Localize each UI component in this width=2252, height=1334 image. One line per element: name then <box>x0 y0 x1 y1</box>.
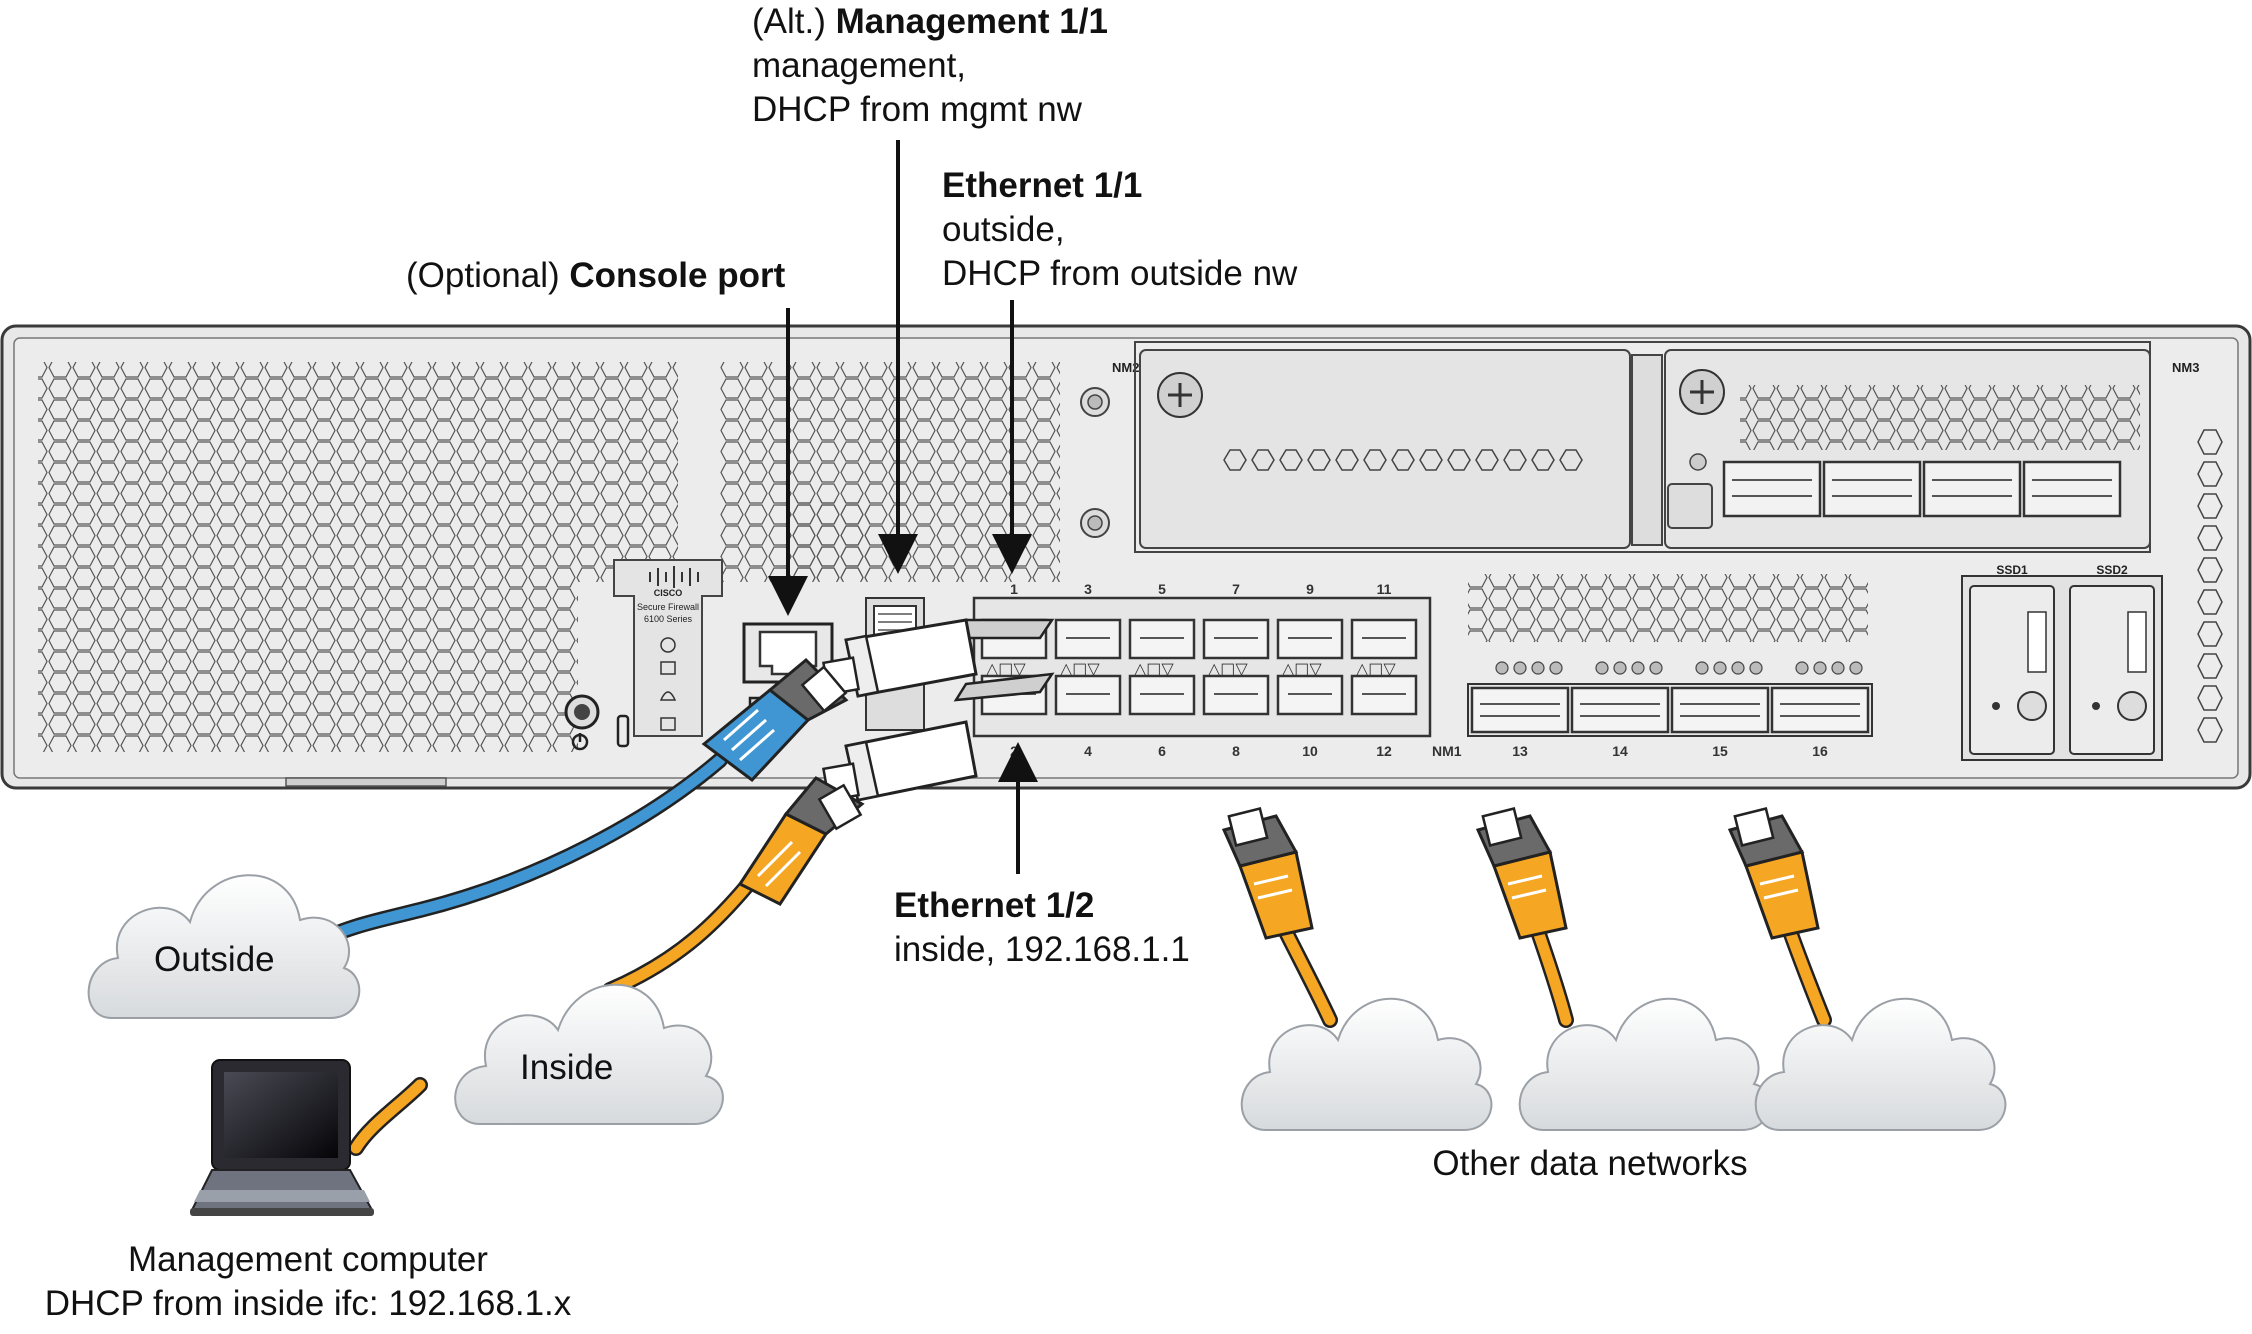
svg-text:△□▽: △□▽ <box>1060 659 1100 678</box>
ssd2-label: SSD2 <box>2096 563 2128 577</box>
inside-cable <box>602 862 768 998</box>
svg-text:△□▽: △□▽ <box>1282 659 1322 678</box>
sfp-transceiver-2 <box>822 672 1055 802</box>
ssd-bays: SSD1 SSD2 <box>1961 563 2163 761</box>
svg-text:△□▽: △□▽ <box>1134 659 1174 678</box>
inside-cloud-label: Inside <box>520 1048 614 1087</box>
other-network-cable-2 <box>1475 807 1574 1028</box>
cisco-model-badge: CISCO Secure Firewall 6100 Series <box>613 559 723 737</box>
port-number-16: 16 <box>1812 743 1828 759</box>
power-button-icon <box>564 694 630 751</box>
outside-cloud <box>87 874 361 1019</box>
other-network-cable-3 <box>1727 807 1832 1028</box>
ethernet12-callout: Ethernet 1/2 inside, 192.168.1.1 <box>894 884 1190 972</box>
port-number-14: 14 <box>1612 743 1628 759</box>
model-line2: 6100 Series <box>644 614 693 624</box>
svg-text:△□▽: △□▽ <box>986 659 1026 678</box>
nm2-blank-module <box>1134 341 2151 553</box>
other-network-cloud-2 <box>1518 997 1771 1131</box>
port-number-8: 8 <box>1232 743 1240 759</box>
other-network-cloud-1 <box>1240 997 1493 1131</box>
left-vent-grille <box>38 362 678 582</box>
port-number-2: 2 <box>1010 743 1018 759</box>
console-callout: (Optional) Console port <box>406 254 785 298</box>
nm3-label: NM3 <box>2172 360 2199 375</box>
ethernet11-callout-line3: DHCP from outside nw <box>942 254 1298 293</box>
svg-text:△□▽: △□▽ <box>1208 659 1248 678</box>
other-network-cable-1 <box>1221 807 1338 1028</box>
console-callout-title: Console port <box>569 256 786 295</box>
management-callout: (Alt.) Management 1/1 management, DHCP f… <box>752 0 1108 132</box>
ethernet12-callout-title: Ethernet 1/2 <box>894 886 1095 925</box>
port-number-9: 9 <box>1306 581 1314 597</box>
port-number-15: 15 <box>1712 743 1728 759</box>
port-number-6: 6 <box>1158 743 1166 759</box>
management-computer-label: Management computer DHCP from inside ifc… <box>0 1238 616 1326</box>
port-number-1: 1 <box>1010 581 1018 597</box>
port-number-5: 5 <box>1158 581 1166 597</box>
outside-plug <box>701 657 849 783</box>
port-number-12: 12 <box>1376 743 1392 759</box>
firewall-chassis: NM2 <box>0 324 2252 790</box>
management-computer-line1: Management computer <box>128 1240 488 1279</box>
callout-arrows <box>768 140 1038 874</box>
port-number-3: 3 <box>1084 581 1092 597</box>
nm3-module: NM3 <box>1664 349 2199 549</box>
model-line1: Secure Firewall <box>637 602 699 612</box>
ethernet11-callout-line2: outside, <box>942 210 1065 249</box>
inside-cloud <box>454 983 724 1125</box>
management-callout-line3: DHCP from mgmt nw <box>752 90 1082 129</box>
laptop-icon <box>190 1059 374 1216</box>
port-number-4: 4 <box>1084 743 1092 759</box>
ssd1-label: SSD1 <box>1996 563 2028 577</box>
svg-text:△□▽: △□▽ <box>1356 659 1396 678</box>
inside-plug <box>737 776 865 906</box>
ethernet11-callout-title: Ethernet 1/1 <box>942 166 1143 205</box>
management-callout-title: Management 1/1 <box>835 2 1108 41</box>
port-number-13: 13 <box>1512 743 1528 759</box>
other-network-cloud-3 <box>1754 997 2007 1131</box>
console-callout-prefix: (Optional) <box>406 256 560 295</box>
management-callout-line2: management, <box>752 46 967 85</box>
nm3-qsfp-ports <box>1722 460 2122 518</box>
sfp-port-block: △□▽ △□▽ △□▽ △□▽ △□▽ △□▽ 1 3 5 7 9 11 2 4… <box>972 581 1432 759</box>
port-number-10: 10 <box>1302 743 1318 759</box>
other-networks-label: Other data networks <box>1432 1144 1748 1183</box>
ethernet12-callout-line2: inside, 192.168.1.1 <box>894 930 1190 969</box>
management-callout-prefix: (Alt.) <box>752 2 826 41</box>
nm2-label: NM2 <box>1112 360 1139 375</box>
port-number-7: 7 <box>1232 581 1240 597</box>
cisco-logo-text: CISCO <box>654 588 683 598</box>
nm1-label: NM1 <box>1432 743 1462 759</box>
qsfp-ports: 13 14 15 16 <box>1467 683 1873 759</box>
outside-cloud-label: Outside <box>154 940 275 979</box>
port-number-11: 11 <box>1377 581 1392 597</box>
ethernet11-callout: Ethernet 1/1 outside, DHCP from outside … <box>942 164 1297 296</box>
management-computer-line2: DHCP from inside ifc: 192.168.1.x <box>44 1284 572 1323</box>
